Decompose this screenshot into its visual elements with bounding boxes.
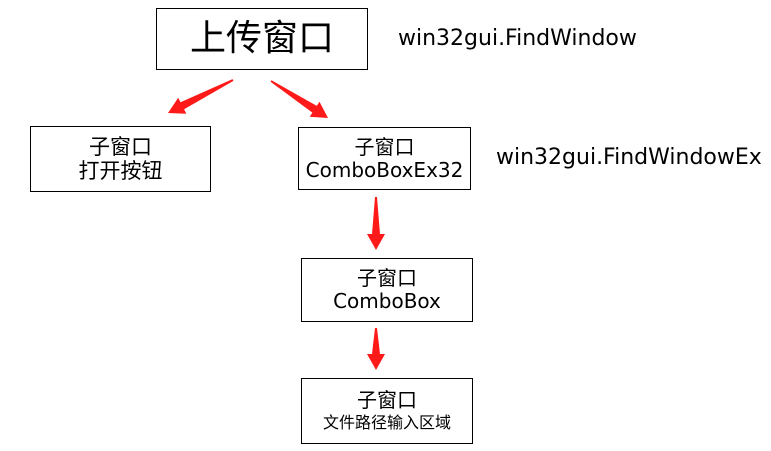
- arrow-combobox-to-file-path-input: [367, 328, 385, 370]
- node-line-2: ComboBox: [333, 289, 441, 313]
- node-combobox-child: 子窗口 ComboBox: [301, 258, 473, 322]
- node-line-2: ComboBoxEx32: [305, 157, 464, 182]
- node-upload-window: 上传窗口: [156, 8, 368, 70]
- arrow-upload-to-open-button: [168, 79, 234, 114]
- node-comboboxex32-child: 子窗口 ComboBoxEx32: [298, 127, 471, 190]
- annotation-findwindow: win32gui.FindWindow: [398, 26, 637, 51]
- arrow-comboboxex32-to-combobox: [367, 197, 385, 250]
- node-line-2: 文件路径输入区域: [322, 413, 451, 433]
- annotation-findwindowex: win32gui.FindWindowEx: [496, 145, 762, 170]
- node-line-2: 打开按钮: [78, 159, 163, 183]
- node-open-button-child: 子窗口 打开按钮: [30, 126, 211, 192]
- node-file-path-input-child: 子窗口 文件路径输入区域: [301, 378, 473, 444]
- node-line-1: 子窗口: [354, 134, 415, 159]
- node-line-1: 子窗口: [357, 266, 417, 290]
- node-title: 上传窗口: [189, 18, 334, 60]
- node-line-1: 子窗口: [357, 388, 417, 413]
- arrow-upload-to-comboboxex32: [270, 80, 328, 118]
- node-line-1: 子窗口: [89, 134, 152, 159]
